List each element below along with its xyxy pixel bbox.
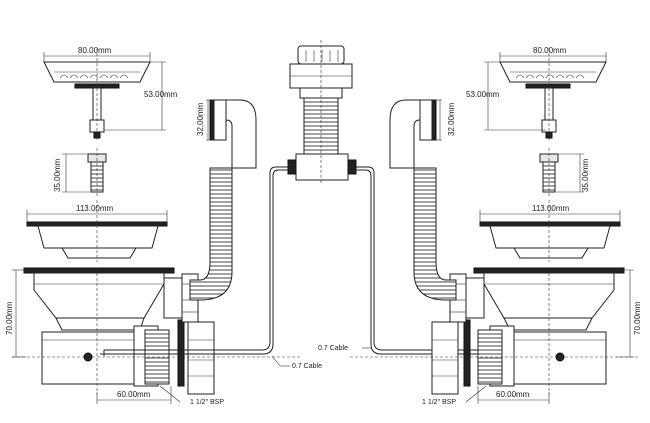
right-assembly: 80.00mm 53.00mm 35.00mm 113.00mm xyxy=(350,46,642,406)
left-depth-label: 70.00mm xyxy=(5,301,14,335)
right-flex-hose xyxy=(413,167,457,301)
left-outlet-offset-label: 60.00mm xyxy=(117,390,151,399)
right-flange xyxy=(479,221,621,259)
right-cable xyxy=(356,166,544,351)
left-bsp-label: 1 1/2" BSP xyxy=(190,399,224,406)
right-basket-waste-body xyxy=(431,267,625,395)
left-cable-label: 0.7 Cable xyxy=(292,363,322,370)
right-cable-label: 0.7 Cable xyxy=(318,345,348,352)
right-bolt-length-label: 35.00mm xyxy=(581,158,590,192)
right-flange-width-label: 113.00mm xyxy=(532,204,570,213)
right-strainer-width-label: 80.00mm xyxy=(533,46,567,55)
left-overflow-diameter-label: 32.00mm xyxy=(196,102,205,136)
left-basket-waste-body xyxy=(23,267,215,395)
left-bolt xyxy=(87,148,107,196)
right-bsp-label: 1 1/2" BSP xyxy=(422,399,456,406)
centre-actuator xyxy=(287,40,357,184)
left-strainer-height-label: 53.00mm xyxy=(144,90,178,99)
right-overflow-diameter-label: 32.00mm xyxy=(447,102,456,136)
left-flange-width-label: 113.00mm xyxy=(76,204,114,213)
right-depth-label: 70.00mm xyxy=(633,301,642,335)
left-assembly: 80.00mm 53.00mm 35.00mm 113.00mm xyxy=(5,46,300,406)
right-outlet-offset-label: 60.00mm xyxy=(496,390,530,399)
right-strainer-basket xyxy=(499,61,607,139)
left-cable xyxy=(103,166,288,356)
right-overflow-elbow xyxy=(389,99,437,169)
right-bolt xyxy=(539,148,559,196)
left-strainer-width-label: 80.00mm xyxy=(78,46,112,55)
left-overflow-elbow xyxy=(209,99,257,169)
right-strainer-height-label: 53.00mm xyxy=(466,90,500,99)
left-bolt-length-label: 35.00mm xyxy=(53,158,62,192)
left-flex-hose xyxy=(189,167,233,301)
